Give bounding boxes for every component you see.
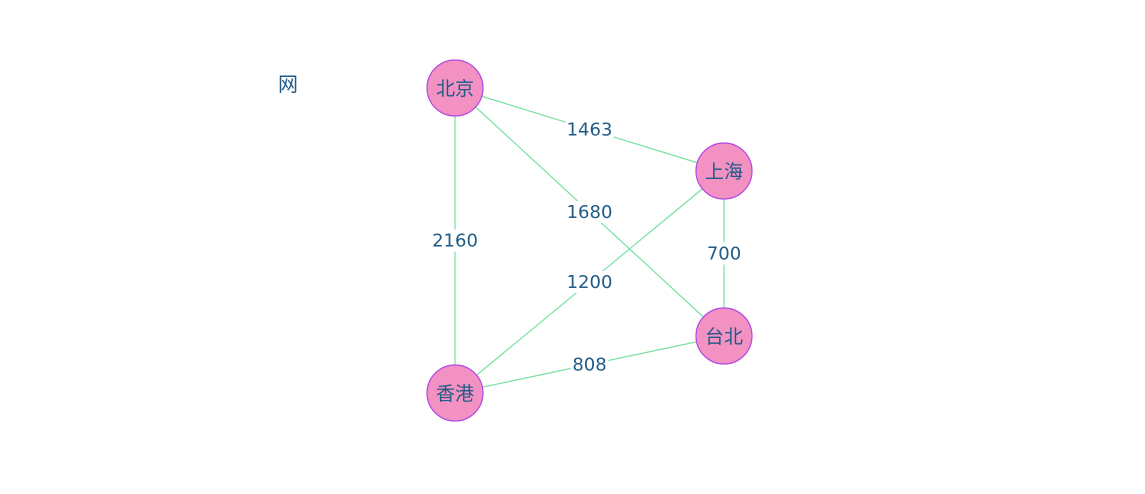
edge-label-xianggang-taibei: 808 bbox=[572, 355, 606, 376]
node-circle[interactable] bbox=[426, 59, 484, 117]
node-xianggang[interactable]: 香港 bbox=[426, 364, 484, 422]
edge-label-background bbox=[565, 271, 614, 293]
edge-label-background bbox=[565, 118, 614, 141]
node-shanghai[interactable]: 上海 bbox=[695, 142, 753, 200]
node-label: 台北 bbox=[705, 326, 743, 348]
edge-label-background bbox=[431, 229, 479, 252]
node-label: 北京 bbox=[436, 78, 474, 100]
edges-layer: 1463 1680 2160 1200 700 808 bbox=[431, 87, 743, 394]
edge-label-shanghai-xianggang: 1200 bbox=[567, 272, 613, 293]
node-label: 香港 bbox=[436, 383, 474, 405]
diagram-title: 网 bbox=[278, 72, 298, 96]
edge-label-shanghai-taibei: 700 bbox=[707, 244, 741, 265]
node-circle[interactable] bbox=[695, 307, 753, 365]
edge-label-background bbox=[565, 201, 614, 223]
edge-label-beijing-xianggang: 2160 bbox=[432, 231, 478, 252]
edge-label-beijing-shanghai: 1463 bbox=[567, 120, 613, 141]
edge-label-beijing-taibei: 1680 bbox=[567, 202, 613, 223]
edge-label-background bbox=[705, 242, 743, 265]
node-circle[interactable] bbox=[426, 364, 484, 422]
node-circle[interactable] bbox=[695, 142, 753, 200]
node-beijing[interactable]: 北京 bbox=[426, 59, 484, 117]
edge-label-background bbox=[570, 353, 609, 376]
node-taibei[interactable]: 台北 bbox=[695, 307, 753, 365]
node-label: 上海 bbox=[705, 161, 743, 183]
